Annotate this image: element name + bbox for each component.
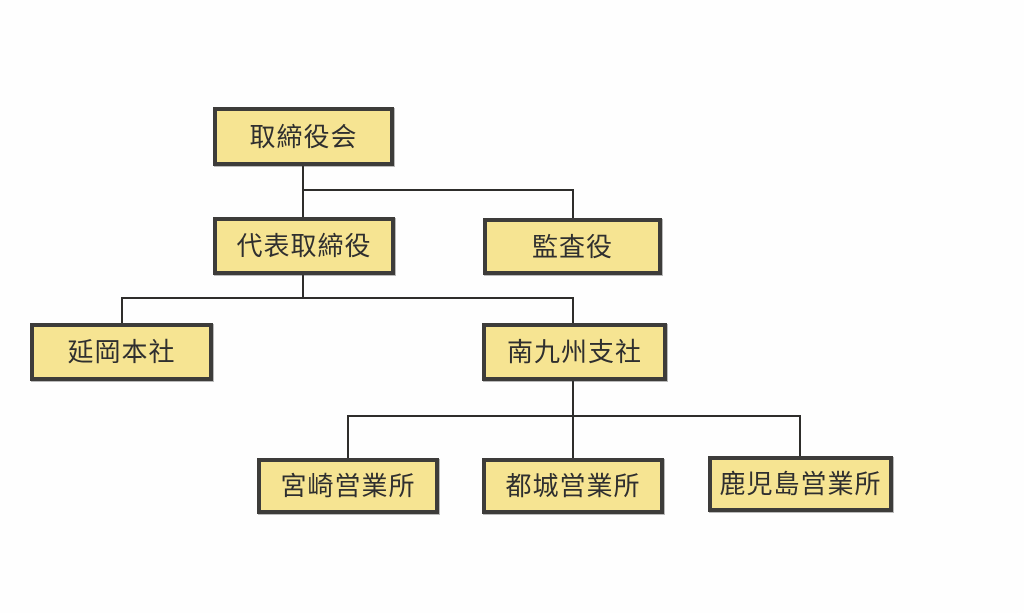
connector-kagoshima-drop bbox=[799, 415, 801, 456]
org-node-label: 鹿児島営業所 bbox=[719, 469, 882, 499]
org-node-label: 南九州支社 bbox=[506, 337, 642, 367]
org-node-label: 延岡本社 bbox=[67, 337, 176, 367]
connector-board-down bbox=[302, 166, 304, 217]
org-node-label: 代表取締役 bbox=[236, 231, 372, 261]
org-node-nobeoka-head-office: 延岡本社 bbox=[30, 323, 213, 381]
org-node-auditor: 監査役 bbox=[483, 218, 662, 275]
org-node-minami-kyushu-branch: 南九州支社 bbox=[482, 323, 667, 381]
connector-row4-horizontal bbox=[347, 415, 801, 417]
connector-row3-horizontal bbox=[121, 297, 574, 299]
connector-minami-kyushu-down bbox=[572, 381, 574, 417]
connector-miyakonojo-drop bbox=[572, 415, 574, 458]
connector-minami-kyushu-drop bbox=[572, 297, 574, 323]
connector-miyazaki-drop bbox=[347, 415, 349, 458]
connector-representative-down bbox=[302, 275, 304, 299]
org-node-board-of-directors: 取締役会 bbox=[213, 107, 394, 166]
org-node-representative-director: 代表取締役 bbox=[213, 217, 395, 275]
org-node-kagoshima-sales-office: 鹿児島営業所 bbox=[708, 456, 893, 512]
org-node-miyakonojo-sales-office: 都城営業所 bbox=[482, 458, 664, 514]
org-node-miyazaki-sales-office: 宮崎営業所 bbox=[257, 458, 439, 514]
org-node-label: 取締役会 bbox=[249, 121, 358, 152]
connector-board-horizontal bbox=[302, 189, 574, 191]
org-node-label: 宮崎営業所 bbox=[280, 471, 416, 501]
connector-nobeoka-drop bbox=[121, 297, 123, 323]
org-node-label: 都城営業所 bbox=[505, 471, 641, 501]
connector-auditor-drop bbox=[572, 189, 574, 218]
org-node-label: 監査役 bbox=[531, 231, 613, 262]
